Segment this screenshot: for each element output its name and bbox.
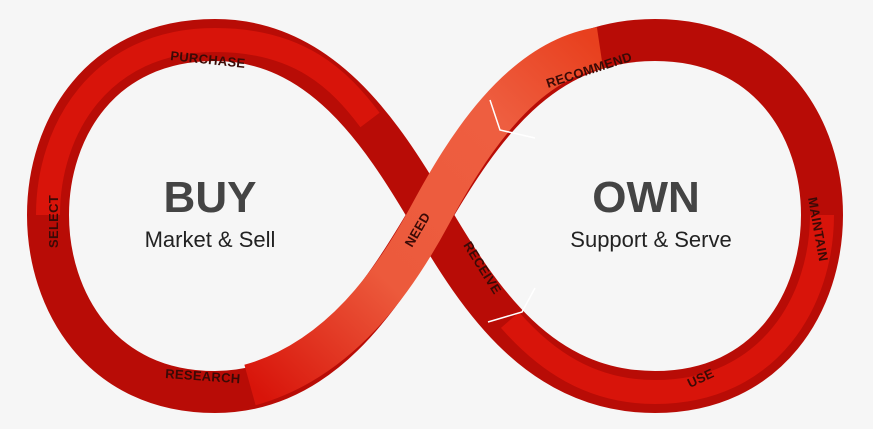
segment-divider: [489, 99, 536, 139]
infinity-loop-highlight: [36, 27, 834, 405]
stage-research: RESEARCH: [165, 366, 241, 386]
own-title: OWN: [592, 173, 700, 222]
need-strand: [243, 27, 605, 406]
own-subtitle: Support & Serve: [570, 227, 731, 252]
stage-select: SELECT: [46, 195, 61, 248]
segment-divider: [487, 287, 536, 323]
buy-title: BUY: [164, 173, 257, 222]
buy-subtitle: Market & Sell: [145, 227, 276, 252]
